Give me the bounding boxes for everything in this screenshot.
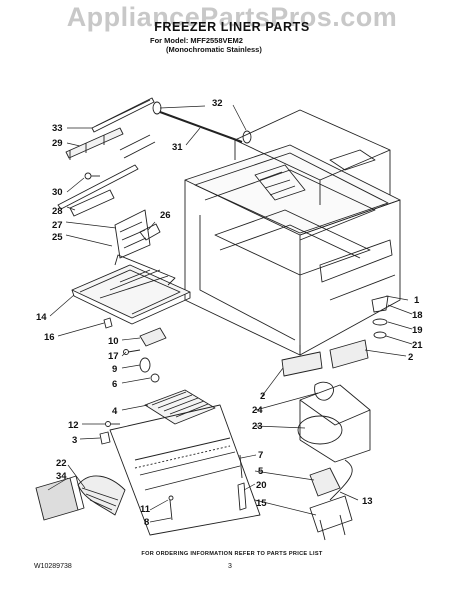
callout-6: 6 bbox=[112, 379, 117, 390]
slide-rail-28 bbox=[57, 164, 139, 217]
fan-shroud-23 bbox=[297, 384, 371, 463]
drawer-tray-14 bbox=[71, 254, 191, 325]
washer-19 bbox=[372, 318, 388, 326]
cover-34 bbox=[35, 475, 85, 521]
foam-pad-2b bbox=[329, 339, 369, 369]
callout-labels: 33 29 30 28 27 25 26 32 31 14 16 10 17 9… bbox=[36, 98, 423, 528]
callout-29: 29 bbox=[52, 138, 63, 149]
bracket-15 bbox=[309, 495, 353, 541]
screw-7 bbox=[239, 454, 243, 479]
callout-11: 11 bbox=[140, 504, 151, 515]
grille-22 bbox=[77, 475, 126, 516]
bracket-10 bbox=[139, 327, 167, 347]
variant-line: (Monochromatic Stainless) bbox=[166, 45, 262, 54]
callout-5: 5 bbox=[258, 466, 264, 477]
roller-6 bbox=[150, 373, 160, 383]
screw-12 bbox=[105, 421, 120, 427]
page-number: 3 bbox=[228, 563, 232, 570]
callout-30: 30 bbox=[52, 187, 63, 198]
callout-25: 25 bbox=[52, 232, 63, 243]
callout-24: 24 bbox=[252, 405, 263, 416]
callout-2b: 2 bbox=[408, 352, 413, 363]
callout-28: 28 bbox=[52, 206, 63, 217]
callout-17: 17 bbox=[108, 351, 119, 362]
callout-32: 32 bbox=[212, 98, 223, 109]
foam-pad-2a bbox=[281, 351, 323, 377]
callout-31: 31 bbox=[172, 142, 183, 153]
screw-30 bbox=[84, 172, 100, 180]
callout-26: 26 bbox=[160, 210, 171, 221]
callout-4: 4 bbox=[112, 406, 118, 417]
callout-13: 13 bbox=[362, 496, 373, 507]
fan-blade-24 bbox=[314, 381, 334, 401]
bracket-27 bbox=[114, 209, 151, 259]
callout-19: 19 bbox=[412, 325, 423, 336]
watermark: AppliancePartsPros.com bbox=[66, 2, 398, 32]
slide-rail-33 bbox=[91, 97, 155, 133]
callout-33: 33 bbox=[52, 123, 63, 134]
callout-7: 7 bbox=[258, 450, 263, 461]
callout-27: 27 bbox=[52, 220, 63, 231]
callout-8: 8 bbox=[144, 517, 149, 528]
callout-12: 12 bbox=[68, 420, 79, 431]
clip-26 bbox=[139, 223, 161, 241]
callout-23: 23 bbox=[252, 421, 263, 432]
callout-14: 14 bbox=[36, 312, 47, 323]
cap-18 bbox=[371, 295, 389, 313]
callout-10: 10 bbox=[108, 336, 119, 347]
model-line: For Model: MFF2558VEM2 bbox=[150, 36, 243, 45]
pin-16 bbox=[103, 317, 113, 329]
rear-panel bbox=[109, 404, 261, 536]
callout-1: 1 bbox=[414, 295, 420, 306]
leader-lines bbox=[47, 104, 413, 523]
grille-4 bbox=[144, 389, 216, 425]
roller-9 bbox=[139, 357, 151, 373]
screw-17 bbox=[123, 349, 141, 355]
bracket-29 bbox=[65, 127, 156, 160]
callout-20: 20 bbox=[256, 480, 267, 491]
callout-3: 3 bbox=[72, 435, 77, 446]
callout-34: 34 bbox=[56, 471, 67, 482]
clip-3 bbox=[99, 431, 111, 445]
callout-22: 22 bbox=[56, 458, 67, 469]
document-number: W10289738 bbox=[34, 563, 72, 570]
ordering-note: FOR ORDERING INFORMATION REFER TO PARTS … bbox=[141, 551, 323, 557]
motor-5 bbox=[309, 467, 341, 497]
axle-rod-31 bbox=[152, 101, 252, 144]
page-title: FREEZER LINER PARTS bbox=[154, 20, 310, 34]
freezer-liner bbox=[184, 109, 401, 356]
callout-15: 15 bbox=[256, 498, 267, 509]
screw-8 bbox=[168, 495, 174, 521]
wire-harness-13 bbox=[329, 459, 353, 501]
callout-2a: 2 bbox=[260, 391, 265, 402]
spacer-20 bbox=[237, 482, 247, 511]
grommet-21 bbox=[373, 331, 387, 339]
callout-18: 18 bbox=[412, 310, 423, 321]
callout-21: 21 bbox=[412, 340, 423, 351]
callout-16: 16 bbox=[44, 332, 55, 343]
callout-9: 9 bbox=[112, 364, 117, 375]
